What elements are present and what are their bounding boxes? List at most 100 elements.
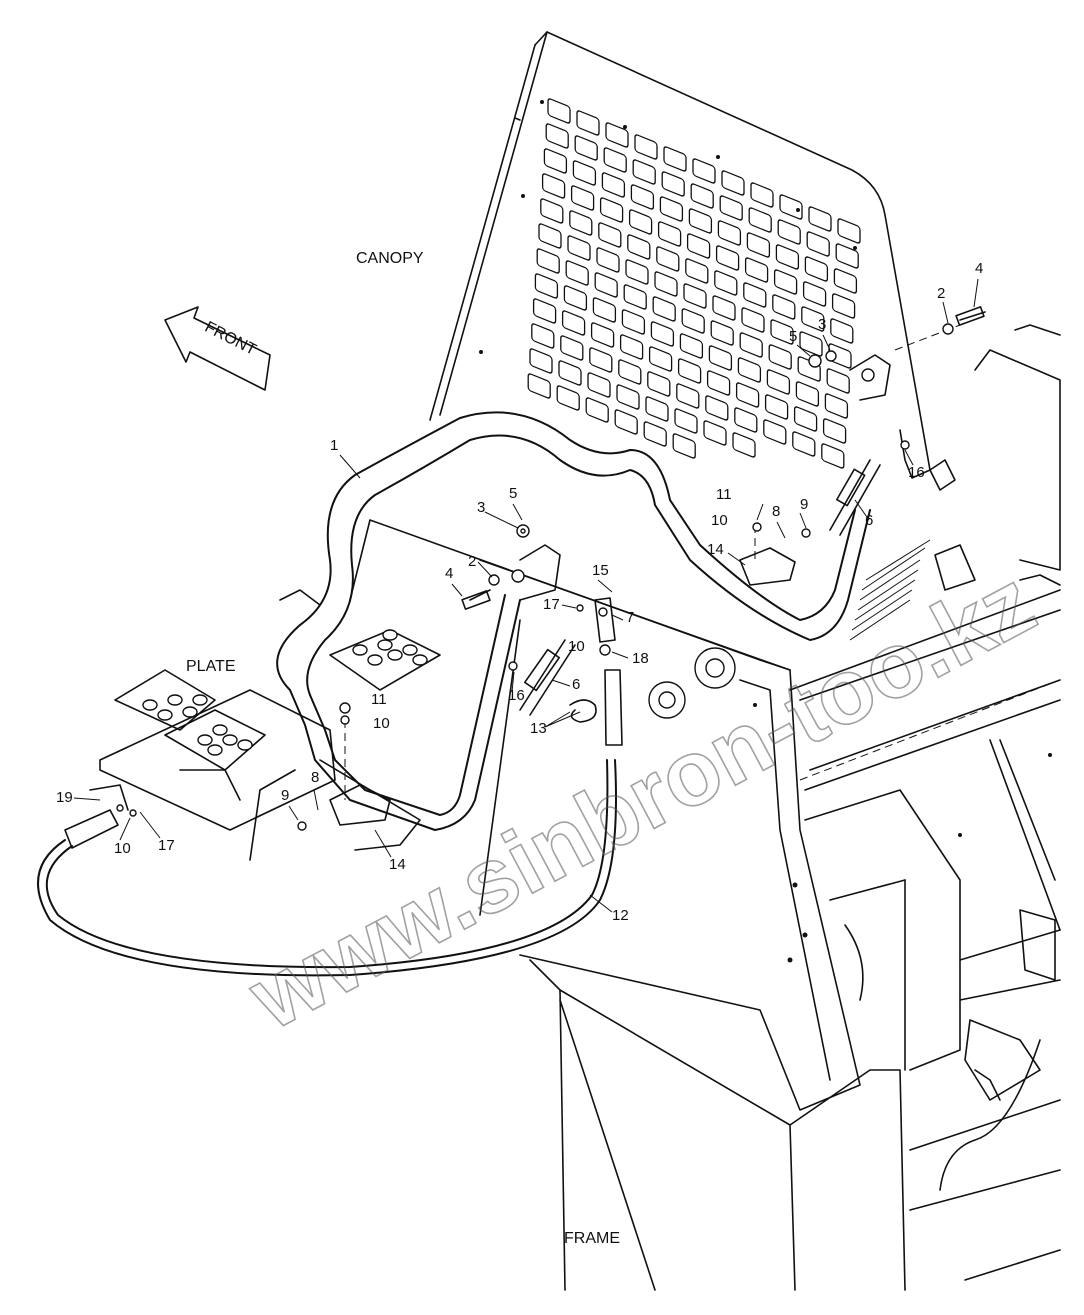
grille-slot [547,98,571,124]
grille-slot [737,357,762,383]
callout-10: 10 [373,715,390,732]
grille-slot [572,160,597,186]
grille-slot [656,246,680,272]
grille-slot [545,123,569,149]
grille-slot [837,218,861,244]
plate-label: PLATE [186,658,236,675]
grille-slot [603,147,627,173]
callout-11: 11 [371,691,387,708]
callout-16: 16 [908,464,925,481]
grille-slot [708,345,733,371]
grille-slot [643,421,667,447]
pedal-hole [222,734,238,746]
grille-slot [679,333,704,359]
callout-7: 7 [626,609,634,626]
grille-slot [585,397,609,423]
pedal-hole [192,694,208,706]
grille-slot [676,383,700,409]
pedal-hole [207,744,223,756]
canopy-grille [527,98,861,469]
callout-2: 2 [468,553,476,570]
frame-structure [349,324,1061,1291]
grille-slot [648,346,673,372]
grille-slot [712,295,736,321]
grille-slot [587,372,611,398]
grille-slot [831,293,856,319]
grille-slot [534,273,559,299]
grille-slot [661,171,685,197]
callout-3: 3 [818,316,826,333]
grille-slot [614,409,638,435]
pedal-hole [157,709,173,721]
callout-6: 6 [572,676,580,693]
grille-slot [792,431,816,457]
grille-slot [688,208,713,234]
callout-16: 16 [508,687,525,704]
grille-slot [735,382,760,408]
pedal-hole [377,639,393,651]
grille-slot [601,172,626,198]
pedal-hole [382,629,398,641]
grille-slot [686,233,711,259]
grille-slot [616,384,640,410]
grille-slot [625,259,649,285]
grille-slot [531,323,555,349]
grille-slot [677,358,702,384]
grille-slot [663,146,687,172]
grille-slot [715,245,740,271]
grille-slot [721,170,745,196]
grille-slot [647,371,671,397]
callout-11: 11 [716,486,732,503]
grille-slot [773,269,798,295]
grille-slot [746,232,771,258]
grille-slot [732,432,756,458]
pedal-hole [167,694,183,706]
frame-label: FRAME [564,1230,620,1247]
grille-slot [570,185,595,211]
callout-18: 18 [632,650,649,667]
grille-slot [741,307,765,333]
grille-slot [681,308,705,334]
callout-17: 17 [543,596,560,613]
grille-slot [777,219,801,245]
grille-slot [541,173,566,199]
grille-slot [821,443,845,469]
grille-slot [574,135,598,161]
canopy-label: CANOPY [356,250,424,267]
grille-slot [714,270,738,296]
grille-slot [793,406,818,432]
grille-slot [799,331,823,357]
grille-slot [561,310,586,336]
callout-9: 9 [800,496,808,513]
grille-slot [563,285,588,311]
grille-slot [750,182,774,208]
grille-slot [538,223,562,249]
callout-numbers: 1 2 2 3 3 4 4 5 5 6 6 7 8 8 9 9 10 10 10… [56,260,983,924]
grille-slot [685,258,709,284]
pedal-hole [237,739,253,751]
pedal-hole [212,724,228,736]
grille-slot [560,335,584,361]
callout-1: 1 [330,437,338,454]
plate-assembly [99,589,441,861]
grille-slot [826,368,850,394]
callout-5: 5 [509,485,517,502]
pedal-hole [142,699,158,711]
grille-slot [824,393,849,419]
callout-8: 8 [772,503,780,520]
grille-slot [527,373,551,399]
pedal-hole [352,644,368,656]
callout-10: 10 [711,512,728,529]
grille-slot [772,294,796,320]
grille-slot [576,110,600,136]
grille-slot [567,235,591,261]
grille-slot [748,207,772,233]
grille-slot [634,134,658,160]
grille-slot [830,318,854,344]
grille-slot [592,297,617,323]
callout-8: 8 [311,769,319,786]
grille-slot [775,244,800,270]
grille-slot [556,385,580,411]
pedal-hole [182,706,198,718]
grille-slot [652,296,676,322]
